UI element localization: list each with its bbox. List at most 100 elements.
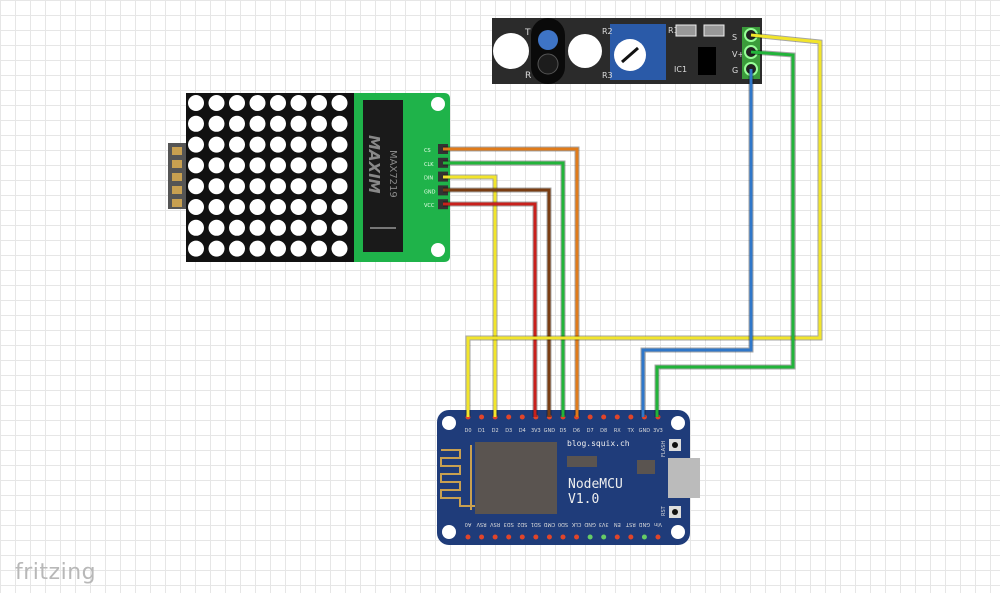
- nodemcu-bottom-pin[interactable]: [479, 534, 485, 540]
- matrix-led: [290, 178, 307, 195]
- matrix-led: [311, 178, 327, 195]
- matrix-led: [229, 115, 245, 132]
- label-r: R: [525, 71, 531, 81]
- nodemcu-bottom-pin[interactable]: [546, 534, 552, 540]
- nodemcu-bottom-pin[interactable]: [641, 534, 647, 540]
- nodemcu-bottom-pin[interactable]: [574, 534, 580, 540]
- matrix-led: [270, 240, 286, 257]
- wire-g-gnd[interactable]: [641, 69, 753, 417]
- chip-brand: MAXIM: [365, 135, 383, 194]
- nodemcu-top-pin[interactable]: [587, 414, 593, 420]
- matrix-header-pins: [168, 143, 186, 209]
- ir-sensor-module[interactable]: T R R2 R3 R1 IC1 S V+ G: [492, 18, 762, 84]
- matrix-led: [311, 115, 327, 132]
- matrix-pin-label: GND: [424, 189, 436, 195]
- wire-signal-d0[interactable]: [466, 33, 822, 417]
- matrix-led: [290, 95, 307, 111]
- matrix-led: [249, 199, 266, 215]
- matrix-led: [331, 157, 348, 174]
- matrix-led: [229, 219, 245, 236]
- matrix-led: [188, 115, 204, 132]
- wire-vplus-3v3[interactable]: [655, 50, 795, 417]
- nodemcu-top-pin[interactable]: [628, 414, 634, 420]
- nodemcu-bottom-pin[interactable]: [614, 534, 620, 540]
- chip-model: MAX7219: [387, 150, 398, 198]
- nodemcu-bottom-pin[interactable]: [519, 534, 525, 540]
- photodiode: [568, 34, 602, 68]
- top-pin-label: D5: [559, 428, 566, 434]
- nodemcu-top-pin[interactable]: [506, 414, 512, 420]
- nodemcu-bottom-pin[interactable]: [601, 534, 607, 540]
- flash-label: FLASH: [661, 441, 667, 457]
- wire-vcc-3v3[interactable]: [443, 202, 537, 417]
- wire-clk-d5[interactable]: [443, 161, 565, 417]
- esp-module: [475, 442, 557, 514]
- bottom-pin-label: GND: [584, 521, 596, 527]
- matrix-led: [290, 240, 307, 257]
- matrix-led: [331, 178, 348, 195]
- nodemcu-top-pin[interactable]: [614, 414, 620, 420]
- top-pin-label: D4: [519, 428, 526, 434]
- matrix-led: [229, 240, 245, 257]
- bottom-pin-label: SD0: [558, 521, 568, 527]
- top-pin-label: GND: [639, 428, 651, 434]
- matrix-led: [208, 240, 225, 257]
- matrix-led: [208, 115, 225, 132]
- matrix-led: [249, 157, 266, 174]
- matrix-led: [249, 240, 266, 257]
- nodemcu-bottom-pin[interactable]: [465, 534, 471, 540]
- matrix-led: [311, 219, 327, 236]
- matrix-led: [270, 136, 286, 153]
- nodemcu-bottom-pin[interactable]: [533, 534, 539, 540]
- bottom-pin-label: A0: [465, 521, 472, 527]
- top-pin-label: D1: [478, 428, 485, 434]
- matrix-led: [208, 219, 225, 236]
- nodemcu-top-pin[interactable]: [601, 414, 607, 420]
- matrix-led: [270, 157, 286, 174]
- label-r3: R3: [602, 71, 613, 80]
- nodemcu-top-pin[interactable]: [519, 414, 525, 420]
- label-ic1: IC1: [674, 65, 687, 74]
- matrix-led: [229, 199, 245, 215]
- wire-gnd-gnd[interactable]: [443, 188, 551, 417]
- label-r2: R2: [602, 27, 613, 36]
- matrix-led: [290, 157, 307, 174]
- matrix-led: [270, 115, 286, 132]
- matrix-led: [331, 219, 348, 236]
- wire-cs-d6[interactable]: [443, 147, 579, 417]
- board-version: V1.0: [568, 492, 599, 507]
- matrix-led: [290, 115, 307, 132]
- matrix-led: [249, 95, 266, 111]
- matrix-led: [188, 240, 204, 257]
- wire-vcc-3v3-outline: [443, 201, 538, 417]
- bottom-pin-label: Vin: [654, 521, 662, 527]
- nodemcu-top-pin[interactable]: [479, 414, 485, 420]
- matrix-led: [270, 219, 286, 236]
- matrix-led: [208, 136, 225, 153]
- nodemcu-bottom-pin[interactable]: [492, 534, 498, 540]
- top-pin-label: 3V3: [531, 428, 541, 434]
- matrix-led: [311, 95, 327, 111]
- matrix-led: [311, 240, 327, 257]
- matrix-led: [188, 199, 204, 215]
- matrix-led: [270, 95, 286, 111]
- nodemcu-bottom-pin[interactable]: [560, 534, 566, 540]
- bottom-pin-label: RSV: [490, 521, 501, 527]
- bottom-pin-label: 3V3: [599, 521, 609, 527]
- top-pin-label: TX: [627, 428, 635, 434]
- matrix-pin-label: VCC: [424, 203, 435, 209]
- matrix-led: [229, 157, 245, 174]
- max7219-chip: [363, 100, 403, 252]
- nodemcu-bottom-pin[interactable]: [655, 534, 661, 540]
- nodemcu-bottom-pin[interactable]: [506, 534, 512, 540]
- matrix-led: [249, 219, 266, 236]
- nodemcu-bottom-pin[interactable]: [587, 534, 593, 540]
- wire-clk-d5-outline: [443, 160, 566, 417]
- matrix-led: [331, 115, 348, 132]
- bottom-pin-label: SD2: [517, 521, 527, 527]
- nodemcu-bottom-pin[interactable]: [628, 534, 634, 540]
- matrix-led: [331, 199, 348, 215]
- matrix-pin-label: CS: [424, 148, 431, 154]
